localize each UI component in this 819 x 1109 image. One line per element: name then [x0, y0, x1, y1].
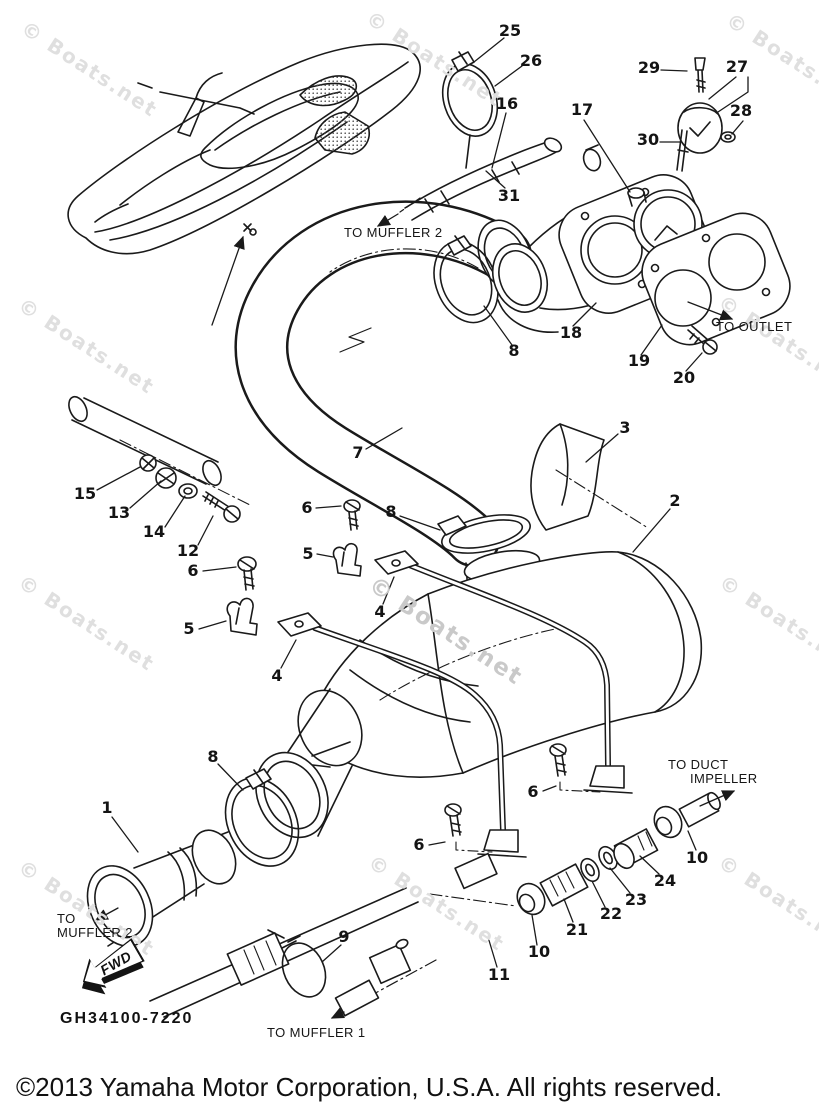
- callout-6: 6: [413, 835, 425, 854]
- callout-2: 2: [669, 491, 681, 510]
- callout-18: 18: [559, 323, 583, 342]
- callout-23: 23: [624, 890, 648, 909]
- callout-29: 29: [637, 58, 661, 77]
- clips-and-bolts: [226, 499, 601, 853]
- jet-ski-overview: [67, 43, 421, 326]
- callout-31: 31: [497, 186, 521, 205]
- pilot-water-hose: [376, 51, 736, 227]
- callout-10: 10: [685, 848, 709, 867]
- callout-4: 4: [271, 666, 283, 685]
- callout-14: 14: [142, 522, 166, 541]
- callout-10: 10: [527, 942, 551, 961]
- callout-19: 19: [627, 351, 651, 370]
- callout-6: 6: [527, 782, 539, 801]
- outlet-pipe-and-clamp: [86, 768, 300, 947]
- callout-5: 5: [302, 544, 314, 563]
- callout-5: 5: [183, 619, 195, 638]
- muffler-inlet-seal: [437, 514, 543, 640]
- callout-4: 4: [374, 602, 386, 621]
- callout-13: 13: [107, 503, 131, 522]
- label-to-muffler-1: TO MUFFLER 1: [267, 1025, 366, 1040]
- bilge-hose-assembly: [149, 790, 736, 1019]
- callout-20: 20: [672, 368, 696, 387]
- muffler-straps: [277, 550, 633, 858]
- callout-6: 6: [187, 561, 199, 580]
- callout-21: 21: [565, 920, 589, 939]
- label-to-muffler-2-top: TO MUFFLER 2: [344, 225, 443, 240]
- part-number-code: GH34100-7220: [60, 1010, 194, 1027]
- resonator-pipe-and-fasteners: [68, 395, 251, 523]
- callout-3: 3: [619, 418, 631, 437]
- callout-8: 8: [207, 747, 219, 766]
- callout-24: 24: [653, 871, 677, 890]
- callout-17: 17: [570, 100, 594, 119]
- callout-8: 8: [508, 341, 520, 360]
- callout-1: 1: [101, 798, 113, 817]
- leader-lines: [96, 37, 749, 968]
- copyright-notice: ©2013 Yamaha Motor Corporation, U.S.A. A…: [16, 1072, 723, 1102]
- callout-9: 9: [338, 927, 350, 946]
- callout-25: 25: [498, 21, 522, 40]
- callout-15: 15: [73, 484, 97, 503]
- callout-27: 27: [725, 57, 749, 76]
- callout-28: 28: [729, 101, 753, 120]
- callout-11: 11: [487, 965, 511, 984]
- callout-6: 6: [301, 498, 313, 517]
- callout-16: 16: [495, 94, 519, 113]
- muffler-body: [255, 551, 703, 839]
- callout-12: 12: [176, 541, 200, 560]
- callout-26: 26: [519, 51, 543, 70]
- callout-22: 22: [599, 904, 623, 923]
- callout-30: 30: [636, 130, 660, 149]
- exhaust-manifold: [491, 174, 791, 355]
- damper-panel: [530, 423, 649, 531]
- callout-7: 7: [352, 443, 364, 462]
- callout-8: 8: [385, 502, 397, 521]
- label-to-outlet: TO OUTLET: [716, 319, 793, 334]
